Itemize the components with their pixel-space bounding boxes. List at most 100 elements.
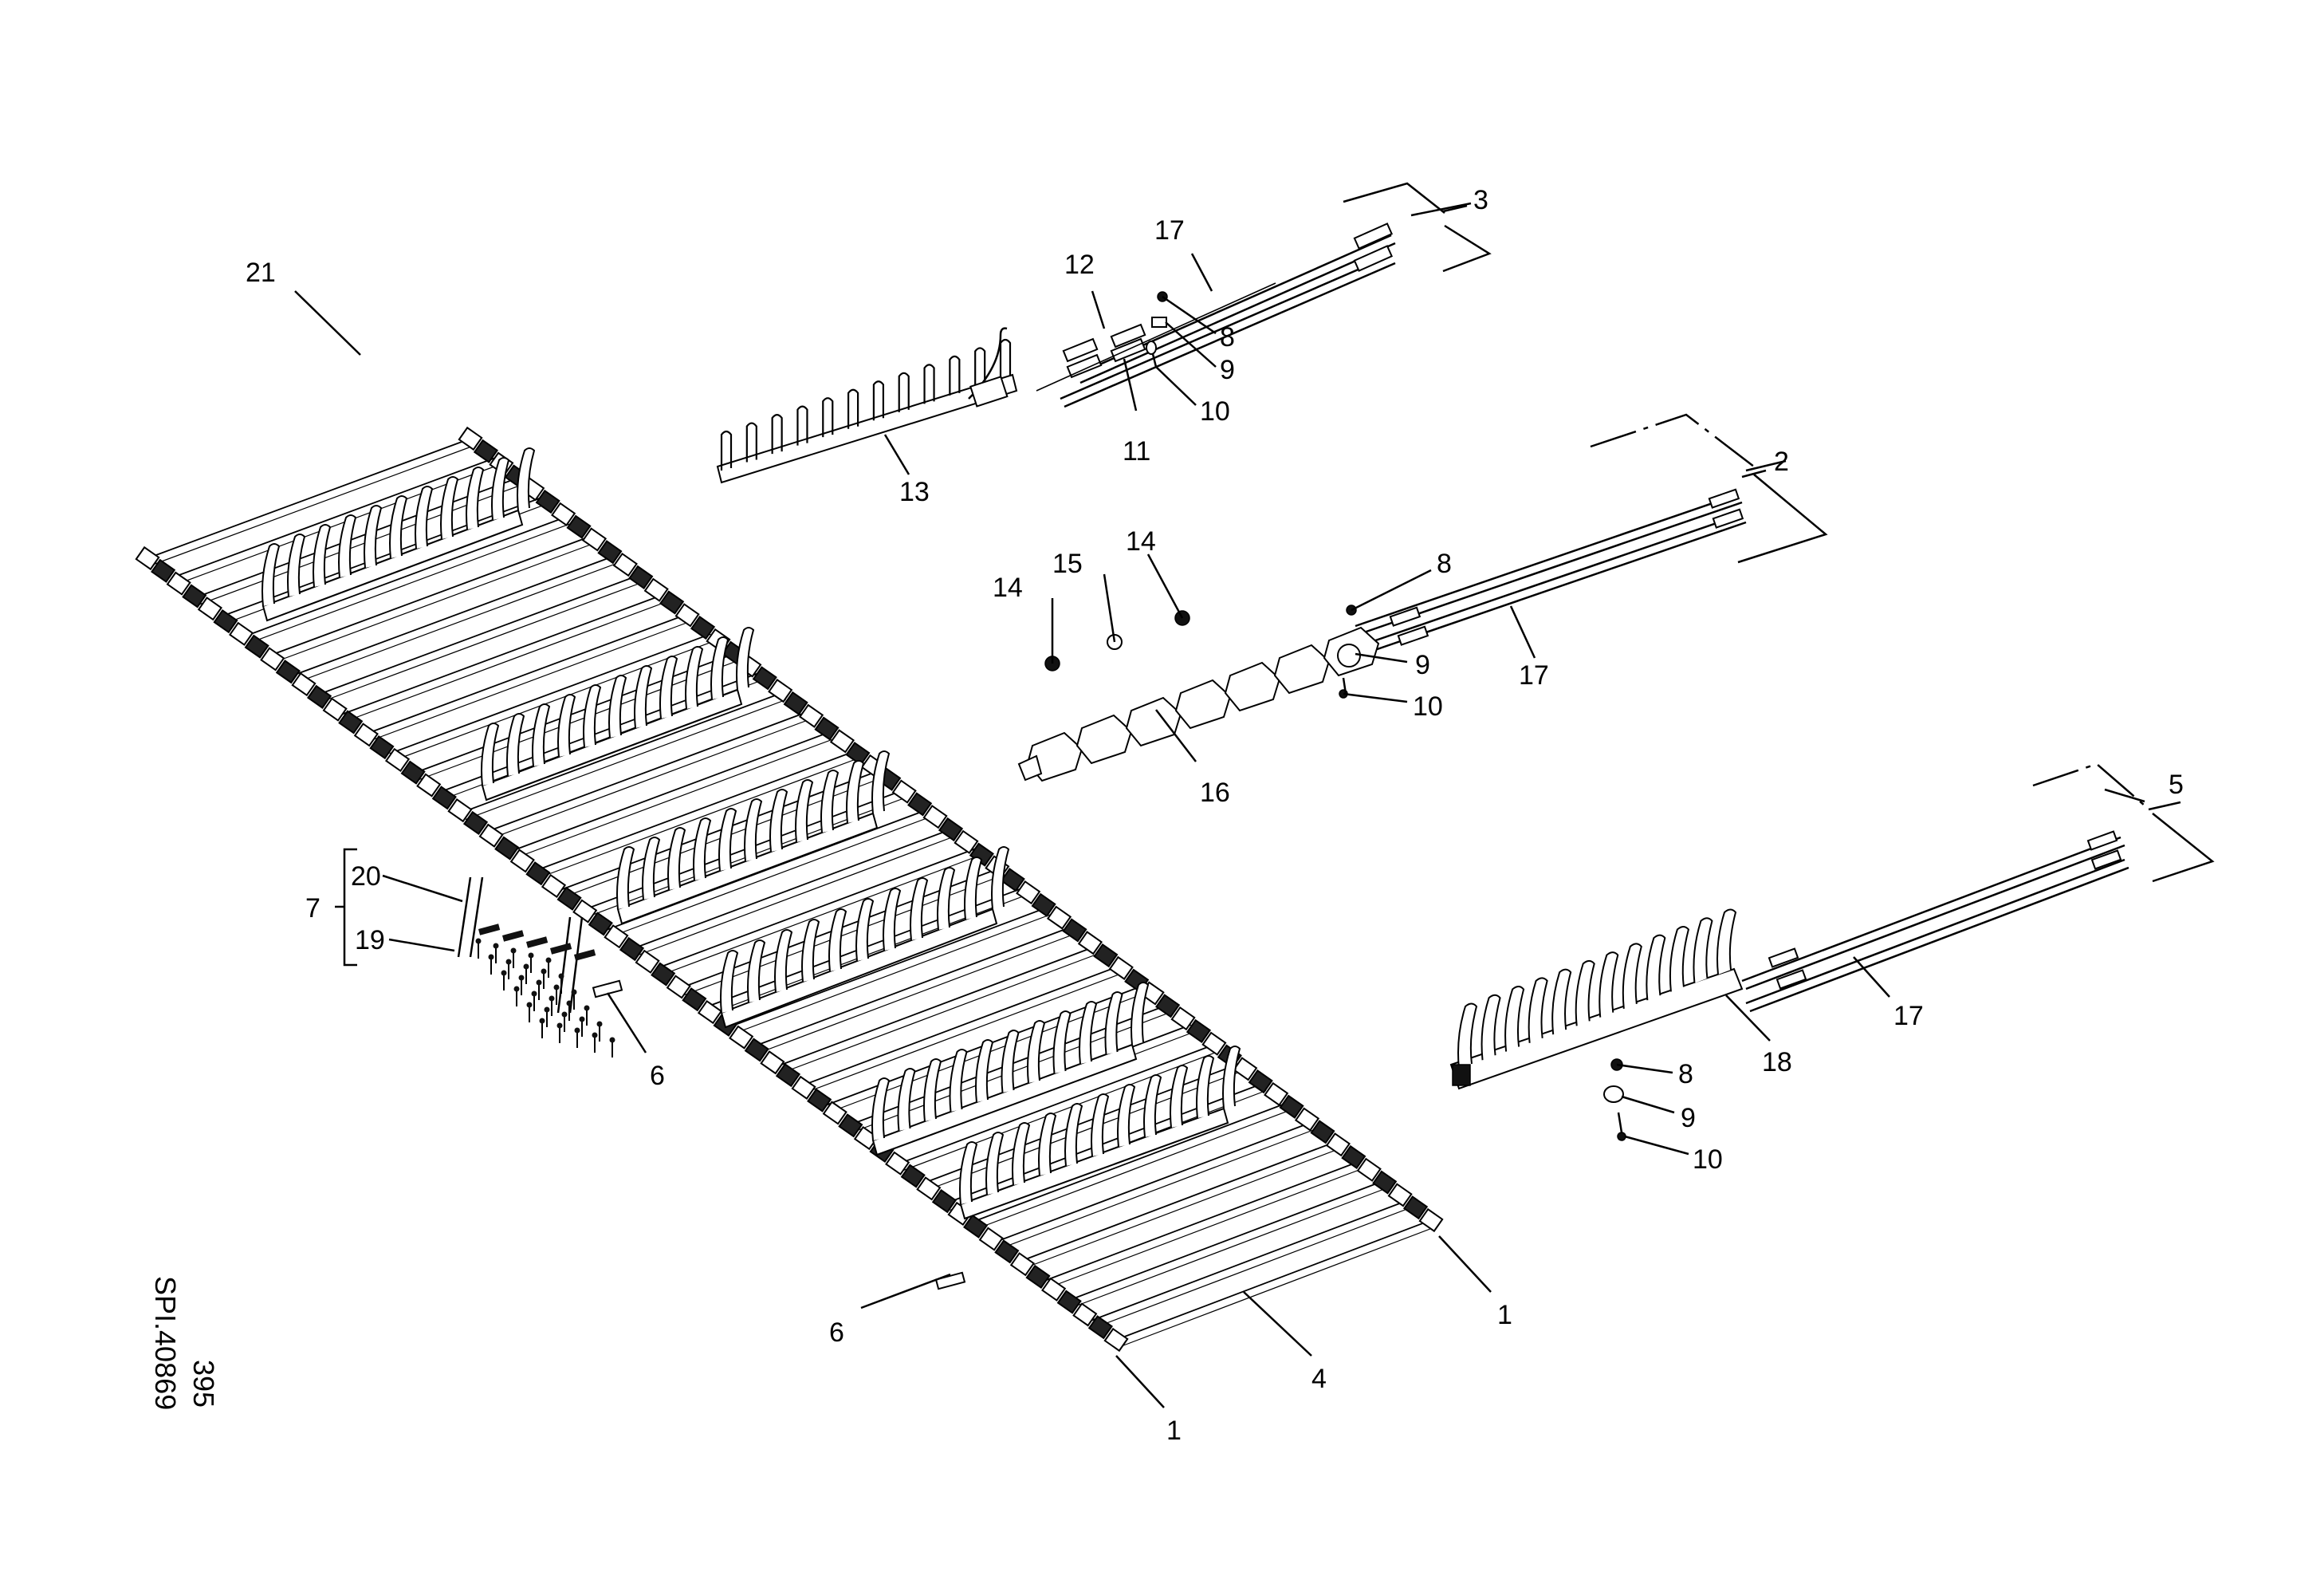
tine [855, 898, 875, 962]
chain-front-link [978, 1227, 1004, 1251]
callout-14-left: 14 [993, 573, 1023, 603]
chain-front-link [1103, 1327, 1129, 1353]
slat-rail [994, 1121, 1311, 1243]
tine [557, 694, 576, 758]
chain-front-link [666, 975, 691, 999]
chain-front-link [1025, 1264, 1051, 1290]
callout-11: 11 [1123, 436, 1150, 467]
chain-back-link [845, 742, 871, 766]
callout-6-upper: 6 [650, 1061, 665, 1091]
tine [1170, 1065, 1189, 1128]
callout-8-mid: 8 [1437, 549, 1452, 579]
washer-20 [526, 936, 549, 948]
tine [744, 798, 763, 862]
chain-front-link [135, 545, 160, 571]
chain-back-link [1077, 931, 1103, 955]
bolt-19-head [501, 970, 507, 976]
bolt-19-head [571, 989, 577, 995]
chain-front-link [462, 810, 489, 836]
tine [1027, 1020, 1046, 1084]
tine [985, 1132, 1005, 1195]
tine-13 [822, 397, 834, 438]
chain-back-link [1310, 1120, 1335, 1144]
tine-bar [959, 1107, 1229, 1220]
callout-9-right: 9 [1681, 1103, 1696, 1133]
tine [718, 808, 737, 872]
chain-back-link [768, 679, 793, 703]
bolt-19-head [596, 1021, 603, 1027]
bolt-19-head [609, 1037, 615, 1043]
slat-rail-edge [659, 855, 978, 977]
chain-front-link [900, 1164, 926, 1188]
washer-20 [502, 930, 525, 942]
callout-21: 21 [246, 258, 276, 288]
tine-18 [1457, 1002, 1478, 1069]
callout-9-top: 9 [1220, 355, 1235, 385]
tine [820, 770, 840, 833]
callout-19: 19 [355, 925, 385, 955]
chain-front-link [182, 584, 207, 608]
chain-front-link [572, 899, 598, 924]
slat-rail-edge [490, 719, 810, 840]
bolt-19-head [579, 1016, 585, 1022]
callout-4: 4 [1311, 1364, 1327, 1394]
chain-front-link [260, 647, 285, 671]
tine-bar-18-tines [1457, 908, 1737, 1069]
chain-back-link [938, 817, 964, 842]
chain-back-link [1016, 880, 1041, 905]
tine [616, 846, 635, 910]
drawing-sheet: 395 [187, 1360, 220, 1408]
tine [871, 1077, 891, 1141]
chain-back-link [659, 590, 685, 615]
chain-back-link [1418, 1207, 1444, 1233]
chain-back-link [643, 577, 669, 602]
slat-rail-edge [804, 972, 1123, 1094]
tine [1131, 982, 1150, 1046]
bolt-19-head [536, 979, 542, 986]
bolt-19-head [561, 1011, 568, 1018]
chain-back-link [581, 527, 608, 552]
chain-conveyor-assembly [135, 426, 1444, 1353]
slat-rail-edge [1095, 1207, 1411, 1329]
slat-rail [1091, 1199, 1408, 1321]
tine [642, 837, 661, 900]
chain-back-link [1248, 1069, 1273, 1094]
chain-front-link [744, 1038, 769, 1062]
chain-back-link [1108, 955, 1134, 980]
slat-rail [1043, 1160, 1359, 1282]
chain-back-link [1402, 1195, 1429, 1220]
chain-front-link [291, 671, 317, 697]
washer-20 [550, 943, 572, 955]
chain-back-link [922, 805, 948, 829]
bolt-19-head [549, 995, 555, 1002]
subassembly-3 [716, 182, 1492, 484]
tine-18 [1528, 977, 1548, 1043]
tine [710, 636, 729, 700]
chain-back-link [1201, 1031, 1227, 1056]
slat-rail [340, 594, 663, 715]
feeder-plate [1224, 661, 1281, 712]
tine [1117, 1084, 1136, 1148]
slat-rail-edge [465, 699, 786, 821]
chain-front-link [306, 684, 332, 709]
slat-rail [147, 438, 471, 559]
chain-front-link [509, 849, 535, 873]
tine-13 [771, 414, 783, 455]
slat-rail [1115, 1219, 1432, 1341]
feeder-plate [1125, 696, 1182, 747]
tine [1064, 1103, 1083, 1167]
tine [532, 703, 551, 767]
bolt-19-head [531, 990, 537, 997]
chain-front-link [322, 697, 348, 722]
tine [506, 713, 525, 777]
slat-rail-edge [756, 933, 1075, 1055]
tine [1038, 1113, 1057, 1176]
feeder-plates-16 [1026, 626, 1380, 782]
slat-rail-edge [537, 758, 859, 879]
chain-back-link [674, 603, 700, 628]
bolt-19-head [528, 952, 534, 959]
chain-front-link [1072, 1302, 1098, 1327]
tine [389, 495, 408, 559]
tine-18 [1716, 908, 1737, 975]
chain-back-link [1341, 1144, 1366, 1170]
